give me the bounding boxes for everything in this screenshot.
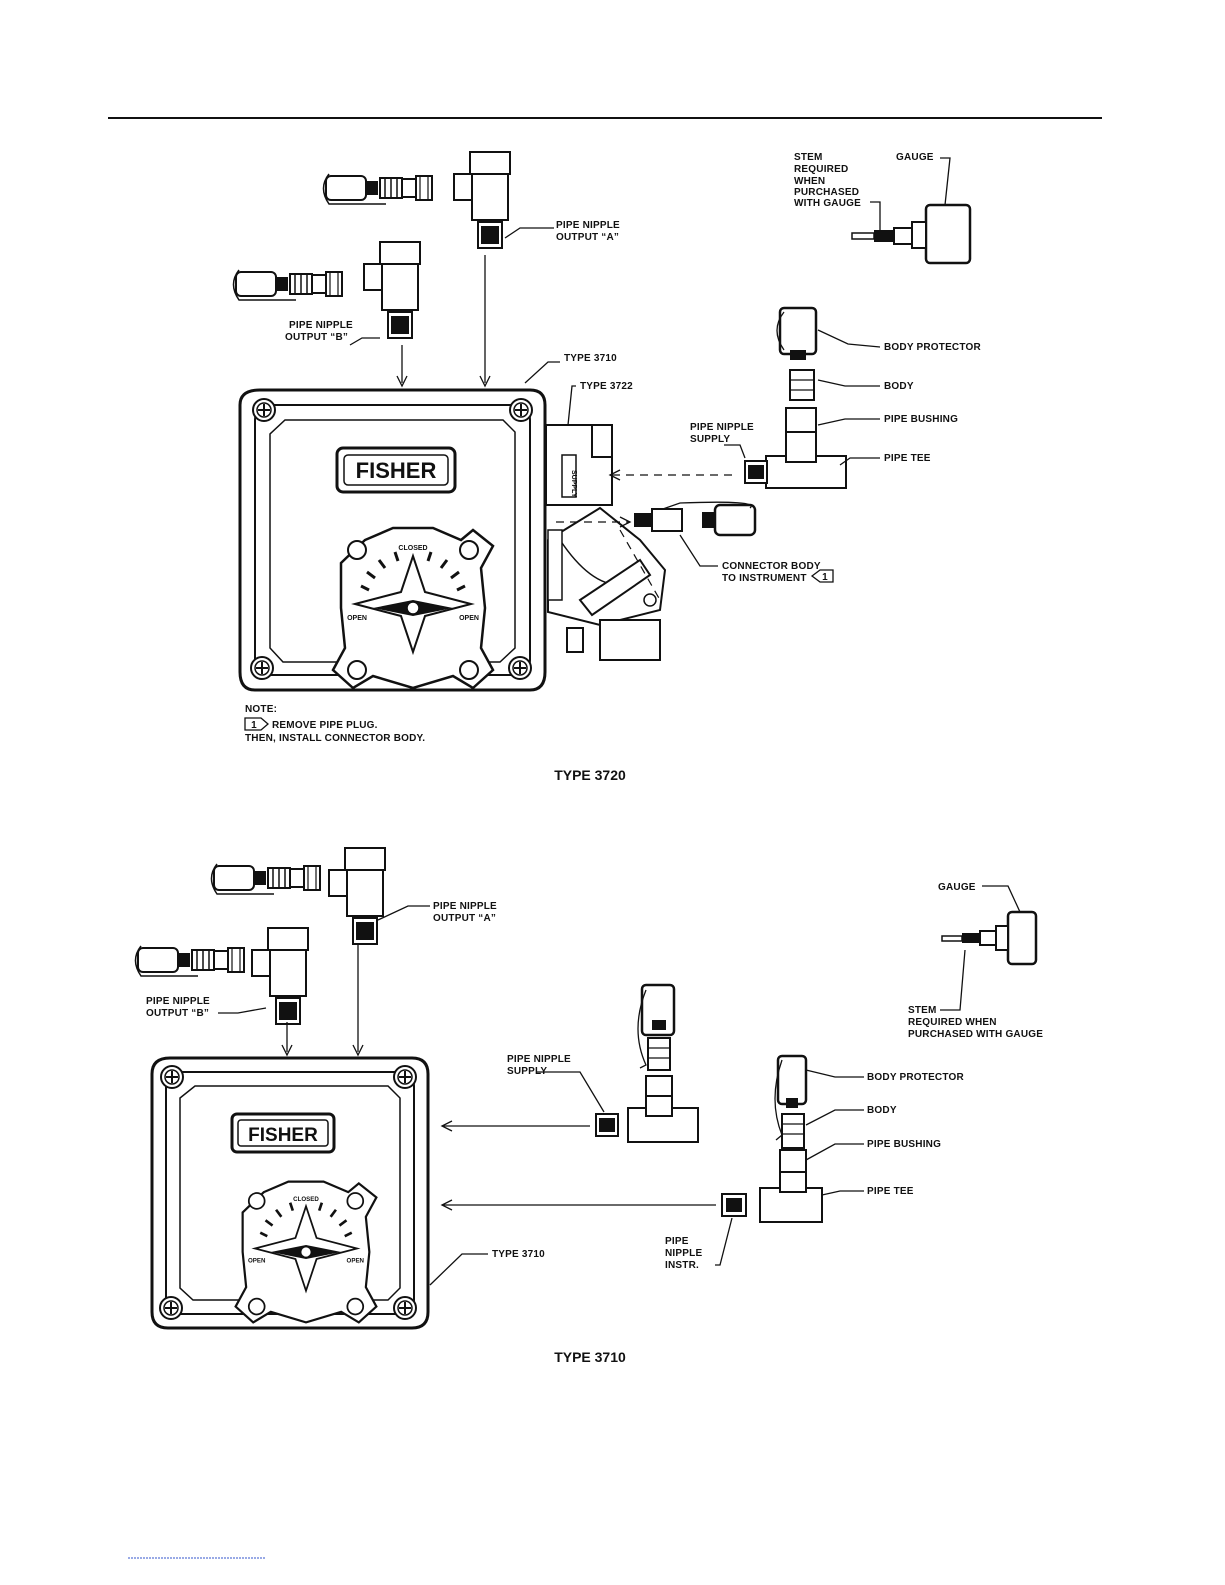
label-nipple-a-2-bottom: OUTPUT “A” [433, 913, 496, 924]
instrument-assembly-bottom [440, 1054, 823, 1223]
position-dial-bottom: CLOSED OPEN OPEN [234, 1180, 378, 1324]
fisher-logo [335, 446, 457, 494]
label-stem-1-bottom: STEM [908, 1005, 937, 1016]
figure-title-3720: TYPE 3720 [554, 767, 626, 783]
connector-body-assembly [556, 501, 757, 537]
gauge-assembly-bottom [941, 910, 1038, 966]
svg-text:OPEN: OPEN [459, 615, 479, 622]
leader-lines-top [349, 157, 951, 567]
note-flag-connector [810, 569, 834, 583]
label-body-protector-bottom: BODY PROTECTOR [867, 1072, 964, 1083]
instrument-housing-3710: FISHER CLOSED OPEN OPEN [238, 388, 547, 692]
svg-text:CLOSED: CLOSED [293, 1196, 319, 1203]
label-pipe-bushing: PIPE BUSHING [884, 414, 958, 425]
label-stem-3-bottom: PURCHASED WITH GAUGE [908, 1029, 1043, 1040]
svg-text:OPEN: OPEN [347, 615, 367, 622]
svg-text:CLOSED: CLOSED [398, 545, 427, 552]
label-stem-1: STEM [794, 152, 823, 163]
svg-text:1: 1 [251, 720, 257, 731]
svg-text:OPEN: OPEN [248, 1258, 266, 1265]
logo-text: FISHER [356, 458, 437, 483]
output-a-assembly [322, 151, 511, 388]
output-b-assembly-bottom [134, 927, 309, 1057]
label-body-bottom: BODY [867, 1105, 897, 1116]
label-body: BODY [884, 381, 914, 392]
label-body-protector: BODY PROTECTOR [884, 342, 981, 353]
label-nipple-b-1-bottom: PIPE NIPPLE [146, 996, 210, 1007]
label-gauge-bottom: GAUGE [938, 882, 976, 893]
figure-title-3710: TYPE 3710 [554, 1349, 626, 1365]
label-nipple-a-2: OUTPUT “A” [556, 232, 619, 243]
figure-type-3720: FISHER CLOSED OPEN OPEN SUPPLY [232, 151, 981, 783]
svg-text:OPEN: OPEN [347, 1258, 365, 1265]
output-b-assembly [232, 241, 421, 388]
label-nipple-b-2: OUTPUT “B” [285, 332, 348, 343]
label-nipple-a-1-bottom: PIPE NIPPLE [433, 901, 497, 912]
leader-lines-bottom [218, 885, 1021, 1286]
logo-text-bottom: FISHER [248, 1125, 318, 1146]
gauge-assembly [851, 203, 972, 265]
label-gauge: GAUGE [896, 152, 934, 163]
label-connector-1: CONNECTOR BODY [722, 561, 821, 572]
label-stem-2: REQUIRED [794, 164, 848, 175]
svg-text:SUPPLY: SUPPLY [570, 470, 577, 498]
label-stem-2-bottom: REQUIRED WHEN [908, 1017, 997, 1028]
label-nipple-b-1: PIPE NIPPLE [289, 320, 353, 331]
note-flag [244, 717, 269, 731]
label-connector-2: TO INSTRUMENT [722, 573, 807, 584]
label-instr-1: PIPE [665, 1236, 689, 1247]
label-pipe-tee: PIPE TEE [884, 453, 931, 464]
label-nipple-a-1: PIPE NIPPLE [556, 220, 620, 231]
label-instr-2: NIPPLE [665, 1248, 702, 1259]
position-dial: CLOSED OPEN OPEN [331, 526, 495, 690]
label-type-3710: TYPE 3710 [564, 353, 617, 364]
note-line-1: REMOVE PIPE PLUG. [272, 720, 378, 731]
label-nipple-b-2-bottom: OUTPUT “B” [146, 1008, 209, 1019]
instrument-housing-3710-bottom: FISHER CLOSED OPEN OPEN [150, 1056, 430, 1330]
label-instr-3: INSTR. [665, 1260, 699, 1271]
note-line-2: THEN, INSTALL CONNECTOR BODY. [245, 733, 425, 744]
supply-assembly [608, 306, 847, 489]
label-type-3710-bottom: TYPE 3710 [492, 1249, 545, 1260]
label-supply-2: SUPPLY [690, 434, 730, 445]
svg-text:1: 1 [822, 572, 828, 583]
output-a-assembly-bottom [210, 847, 386, 1057]
type-3722-module: SUPPLY [545, 424, 667, 661]
label-type-3722: TYPE 3722 [580, 381, 633, 392]
supply-assembly-bottom [440, 983, 699, 1143]
label-supply-1: PIPE NIPPLE [690, 422, 754, 433]
label-pipe-bushing-bottom: PIPE BUSHING [867, 1139, 941, 1150]
note-title: NOTE: [245, 704, 277, 715]
figure-type-3710: FISHER CLOSED OPEN OPEN [134, 847, 1043, 1365]
label-pipe-tee-bottom: PIPE TEE [867, 1186, 914, 1197]
label-supply-2-bottom: SUPPLY [507, 1066, 547, 1077]
label-stem-3: WHEN [794, 176, 825, 187]
label-supply-1-bottom: PIPE NIPPLE [507, 1054, 571, 1065]
fisher-logo-bottom [230, 1112, 336, 1154]
label-stem-4: PURCHASED [794, 187, 859, 198]
label-stem-5: WITH GAUGE [794, 198, 861, 209]
